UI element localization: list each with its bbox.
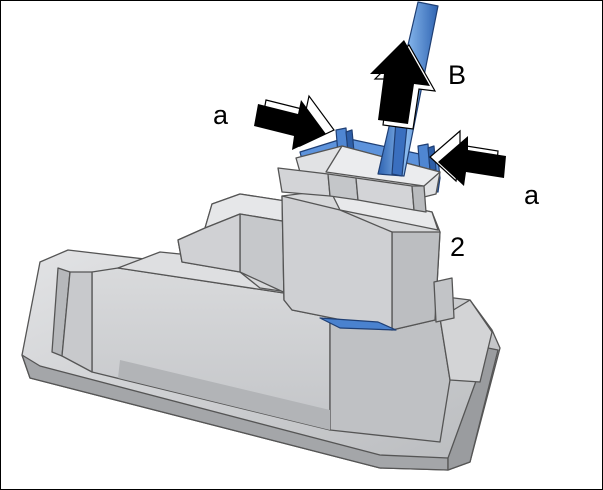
connector-tower (281, 189, 455, 331)
press-arrow-icon (429, 129, 506, 186)
press-arrow-icon (254, 94, 335, 150)
callout-a-left: a (213, 100, 229, 130)
callout-a-right: a (524, 180, 540, 210)
callout-b: B (448, 60, 466, 90)
housing-dome (177, 193, 317, 297)
callout-part-2: 2 (450, 232, 465, 262)
housing-body (61, 251, 493, 443)
pull-up-arrow-icon (370, 40, 437, 130)
